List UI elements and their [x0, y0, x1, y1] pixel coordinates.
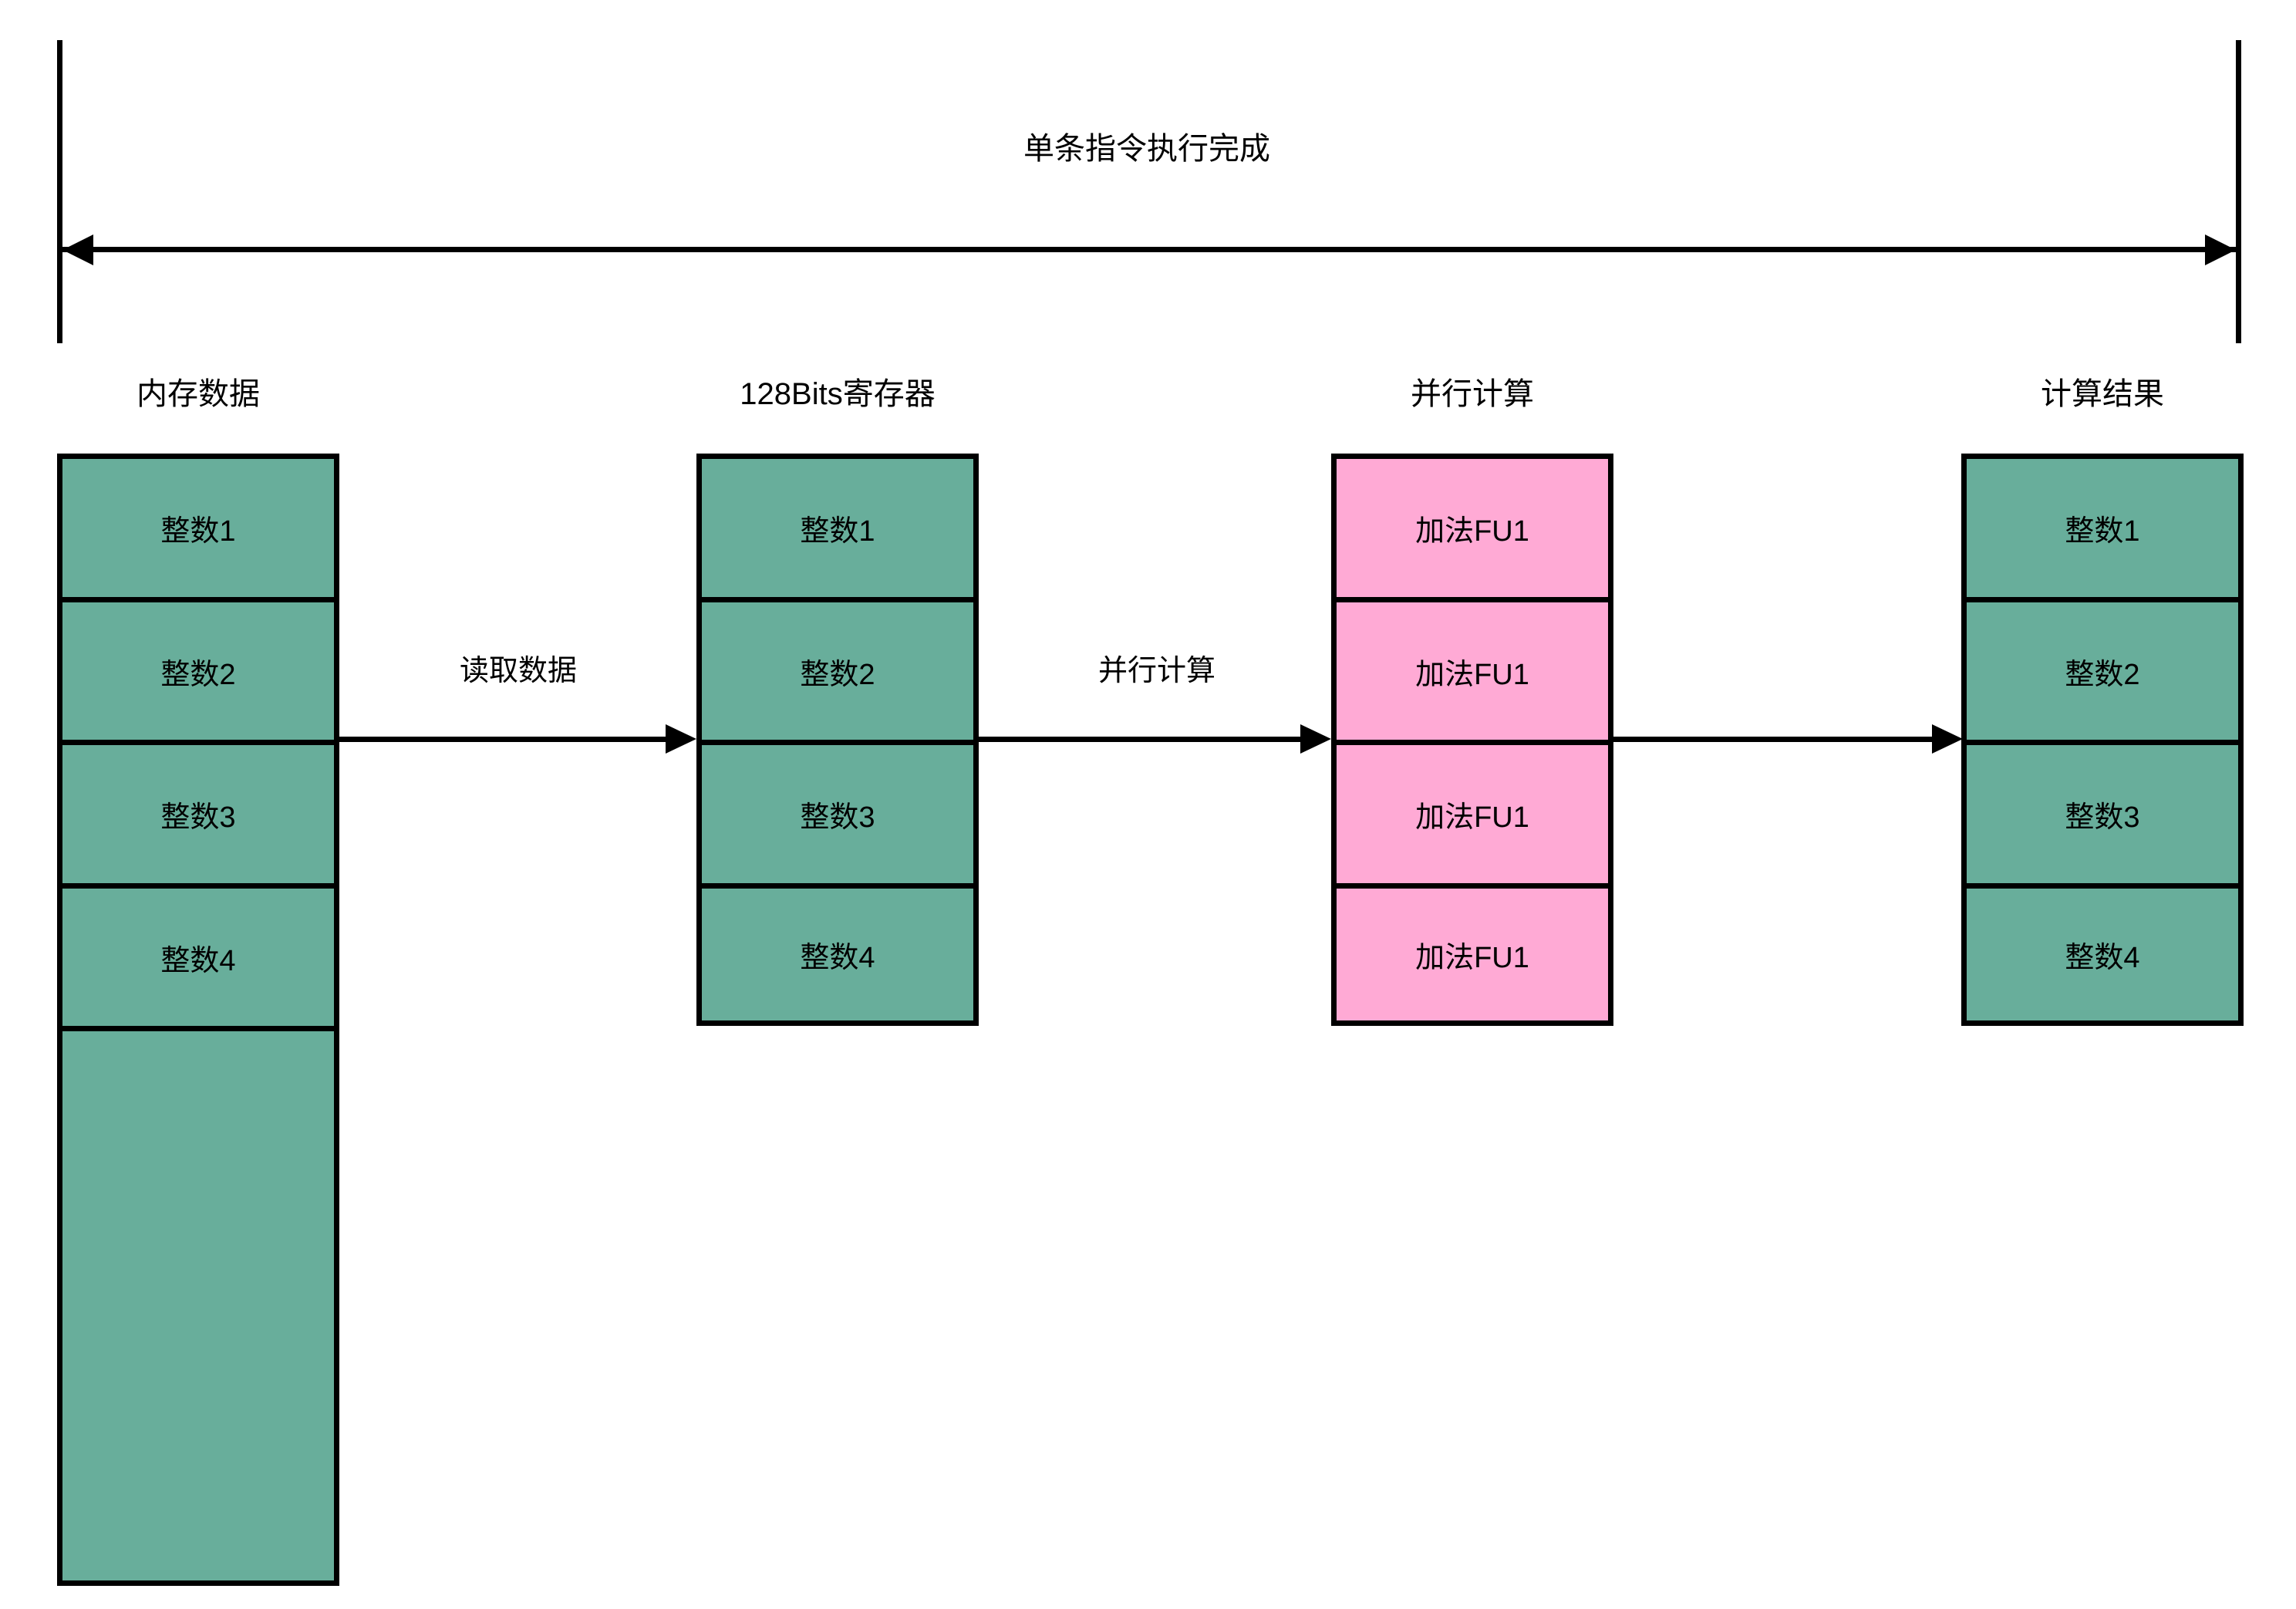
cell-register-0[interactable]: 整数1 — [702, 459, 973, 602]
span-title: 单条指令执行完成 — [1023, 132, 1270, 166]
cell-memory-2[interactable]: 整数3 — [62, 745, 334, 889]
arrow-head-parallel-compute-icon — [1300, 724, 1331, 754]
column-header-memory: 内存数据 — [137, 377, 260, 411]
column-header-parallel-compute: 并行计算 — [1411, 377, 1534, 411]
arrow-head-result-flow-icon — [1932, 724, 1963, 754]
cell-parallel-compute-2[interactable]: 加法FU1 — [1337, 745, 1608, 889]
arrow-line-result-flow — [1613, 737, 1934, 742]
bracket-right-end — [2236, 40, 2241, 343]
stack-parallel-compute: 加法FU1 加法FU1 加法FU1 加法FU1 — [1331, 454, 1613, 1026]
cell-parallel-compute-3[interactable]: 加法FU1 — [1337, 889, 1608, 1020]
cell-parallel-compute-1[interactable]: 加法FU1 — [1337, 602, 1608, 745]
arrow-line-read-data — [339, 737, 667, 742]
arrow-head-read-data-icon — [666, 724, 696, 754]
column-header-result: 计算结果 — [2041, 377, 2164, 411]
cell-result-0[interactable]: 整数1 — [1967, 459, 2238, 602]
cell-parallel-compute-0[interactable]: 加法FU1 — [1337, 459, 1608, 602]
cell-register-3[interactable]: 整数4 — [702, 889, 973, 1020]
bracket-span-line — [62, 247, 2236, 252]
arrow-label-read-data: 读取数据 — [459, 655, 577, 687]
stack-result: 整数1 整数2 整数3 整数4 — [1961, 454, 2244, 1026]
arrow-label-parallel-compute: 并行计算 — [1097, 655, 1215, 687]
cell-result-2[interactable]: 整数3 — [1967, 745, 2238, 889]
bracket-left-end — [57, 40, 62, 343]
bracket-arrow-left-icon — [62, 234, 93, 265]
cell-memory-0[interactable]: 整数1 — [62, 459, 334, 602]
cell-result-1[interactable]: 整数2 — [1967, 602, 2238, 745]
cell-memory-1[interactable]: 整数2 — [62, 602, 334, 745]
stack-register: 整数1 整数2 整数3 整数4 — [696, 454, 979, 1026]
cell-memory-3[interactable]: 整数4 — [62, 889, 334, 1031]
arrow-line-parallel-compute — [979, 737, 1303, 742]
cell-register-2[interactable]: 整数3 — [702, 745, 973, 889]
cell-memory-4[interactable] — [62, 1031, 334, 1580]
stack-memory: 整数1 整数2 整数3 整数4 — [57, 454, 339, 1586]
cell-register-1[interactable]: 整数2 — [702, 602, 973, 745]
cell-result-3[interactable]: 整数4 — [1967, 889, 2238, 1020]
bracket-arrow-right-icon — [2205, 234, 2236, 265]
column-header-register: 128Bits寄存器 — [740, 377, 936, 411]
